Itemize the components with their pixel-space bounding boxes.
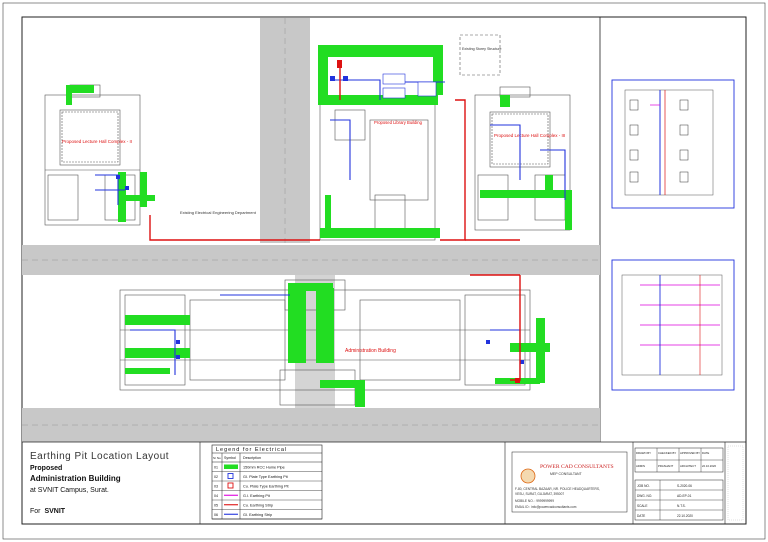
scale-label: SCALE [637, 504, 647, 508]
legend-row-no: 01 [214, 466, 218, 470]
legend-row-no: 03 [214, 485, 218, 489]
job-no-value: S-2020-06 [677, 484, 692, 488]
approval-v1: ADMIN [636, 464, 645, 468]
consultant-email: EMAIL ID : info@powercadconsultants.com [515, 505, 577, 509]
electrical-dept-label: Existing Electrical Engineering Departme… [180, 210, 257, 215]
project-name: Administration Building [30, 474, 121, 483]
legend-row-description: GI. Earthing Strip [243, 513, 272, 517]
stamp-area [727, 445, 744, 521]
existing-structure-label: Existing Storey Structure [462, 47, 502, 51]
consultant-name: POWER CAD CONSULTANTS [540, 464, 614, 470]
legend-symbol-red-square-icon [227, 482, 234, 489]
legend-rows: 01 150mm RCC Hume Pipe 02 GI. Plate Type Ea… [212, 464, 322, 520]
approval-h4: DATE [702, 451, 709, 455]
cu-earth-pits [337, 60, 520, 383]
approval-v4: 22.10.2020 [702, 464, 716, 468]
consultant-mobile: MOBILE NO. : 9999999999 [515, 499, 554, 503]
library-label: Proposed Library Building [374, 120, 423, 125]
legend-row-description: 150mm RCC Hume Pipe [243, 466, 285, 470]
date-label: DATE [637, 514, 645, 518]
approval-h1: DRAWN BY [636, 451, 651, 455]
gi-earth-pits [116, 76, 524, 364]
approval-table: DRAWN BY CHECKED BY APPROVED BY DATE ADM… [634, 447, 724, 473]
hume-pipe-runs [66, 45, 572, 407]
dwg-no-label: DWG. NO. [637, 494, 652, 498]
admin-label: Administration Building [345, 348, 396, 354]
legend-heading: Legend for Electrical [216, 447, 287, 453]
client-name: SVNIT [44, 508, 65, 515]
elevation-view-bottom [611, 259, 735, 391]
consultant-block: POWER CAD CONSULTANTS MEP CONSULTANT F-8… [511, 451, 628, 513]
legend-row-description: Cu. Earthing Strip [243, 504, 273, 508]
legend-row-description: G.I. Earthing Pit [243, 494, 271, 498]
cu-strip-runs [149, 60, 521, 381]
drawing-title: Earthing Pit Location Layout [30, 451, 169, 462]
date-value: 22.10.2020 [677, 514, 693, 518]
legend-row-no: 05 [214, 504, 218, 508]
consultant-tagline: MEP CONSULTANT [550, 472, 583, 476]
drawing-subtitle: Proposed [30, 465, 62, 472]
legend-symbol-blue-square-icon [227, 473, 234, 479]
legend-row-no: 04 [214, 494, 218, 498]
legend-col-description: Description [243, 456, 261, 460]
dwg-no-value: AD-EP-01 [677, 494, 692, 498]
legend-row-no: 06 [214, 513, 218, 517]
legend-col-symbol: Symbol [224, 456, 236, 460]
consultant-address-1: F-80, CENTRAL BAZAAR, NR. POLICE HEADQUA… [515, 487, 600, 491]
legend-row-description: Cu. Plate Type Earthing Pit [243, 485, 289, 489]
legend-symbol-green-bar-icon [224, 464, 238, 469]
legend-table: Legend for Electrical Sr No Symbol Descr… [211, 444, 323, 520]
approval-v3: ARCHITECT [680, 464, 696, 468]
roads [22, 18, 600, 442]
legend-col-no: Sr No [213, 456, 221, 460]
approval-h3: APPROVED BY [680, 451, 700, 455]
lecture-right-label: Proposed Lecture Hall Complex - III [494, 133, 565, 138]
project-location: at SVNIT Campus, Surat. [30, 487, 109, 494]
lecture-left-label: Proposed Lecture Hall Complex - II [62, 139, 132, 144]
drawing-info-table: JOB NO. S-2020-06 DWG. NO. AD-EP-01 SCAL… [634, 479, 724, 521]
svg-text:For SVNIT: For SVNIT [30, 508, 66, 515]
panel-boxes [382, 73, 437, 99]
elevation-view-top [611, 79, 735, 209]
approval-v2: PRASHANT [658, 464, 674, 468]
approval-h2: CHECKED BY [658, 451, 676, 455]
for-prefix: For [30, 508, 41, 515]
legend-row-description: GI. Plate Type Earthing Pit [243, 475, 289, 479]
consultant-address-2: VESU, SURAT, GUJARAT, 395007 [515, 492, 564, 496]
job-no-label: JOB NO. [637, 484, 650, 488]
scale-value: N.T.S. [677, 504, 686, 508]
consultant-logo-icon [520, 468, 536, 484]
legend-row-no: 02 [214, 475, 218, 479]
